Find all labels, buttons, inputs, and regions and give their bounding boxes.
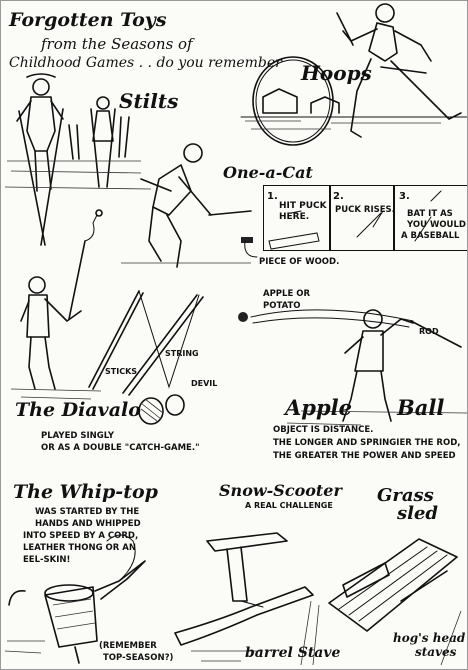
piece-of-wood-label: PIECE OF WOOD. xyxy=(259,257,340,267)
hoops-title: Hoops xyxy=(301,61,372,85)
whip-top-drawing xyxy=(4,534,146,664)
diavalo-desc-line-1: PLAYED SINGLY xyxy=(41,431,115,441)
barn-drawing xyxy=(240,88,467,130)
apple-ball-desc-line-3: THE GREATER THE POWER and SPEED xyxy=(273,451,456,461)
diavalo-boy-drawing xyxy=(20,209,103,390)
step-2-text: PUCK RISES. xyxy=(335,205,395,215)
snow-scooter-drawing xyxy=(174,532,314,662)
whip-top-desc-line-1: WAS STARTED BY THE xyxy=(35,507,140,517)
step-3-text-line-3: A BASEBALL xyxy=(401,231,460,241)
barrel-stave-label: barrel Stave xyxy=(245,645,341,661)
grass-sled-drawing xyxy=(300,538,462,666)
diavalo-desc-line-2: OR AS A DOUBLE "CATCH-GAME." xyxy=(41,443,200,453)
apple-ball-desc-line-2: THE LONGER and SPRINGIER THE ROD, xyxy=(273,438,461,448)
apple-ball-title-ball: Ball xyxy=(397,395,445,420)
step-1-number: 1. xyxy=(267,191,278,202)
step-1-text-line-2: HERE. xyxy=(279,212,310,222)
staves-label: staves xyxy=(415,645,457,659)
one-a-cat-panels xyxy=(244,190,442,258)
string-label: STRING xyxy=(165,349,199,358)
page-subtitle-line-2: from the Seasons of xyxy=(41,35,193,53)
hoop-boy-drawing xyxy=(336,3,462,138)
step-3-text-line-1: BAT IT AS xyxy=(407,209,453,219)
stilts-title: Stilts xyxy=(119,89,179,113)
one-a-cat-step-3-panel xyxy=(393,185,467,251)
grass-sled-title-line-1: Grass xyxy=(377,485,434,506)
apple-or-label: APPLE OR xyxy=(263,289,310,299)
one-a-cat-step-2-panel xyxy=(329,185,395,251)
whip-top-note-line-2: TOP-SEASON?) xyxy=(103,653,174,663)
hogs-head-label: hog's head xyxy=(393,631,466,645)
sticks-label: STICKS xyxy=(105,367,138,376)
step-2-number: 2. xyxy=(333,191,344,202)
step-3-number: 3. xyxy=(399,191,410,202)
potato-label: POTATO xyxy=(263,301,301,311)
snow-scooter-title: Snow-Scooter xyxy=(219,481,342,500)
grass-sled-title-line-2: sled xyxy=(397,503,439,524)
apple-ball-boy-drawing xyxy=(238,309,467,426)
one-a-cat-batter-drawing xyxy=(121,143,253,268)
page-subtitle-line-3: Childhood Games . . do you remember xyxy=(9,55,282,71)
whip-top-title: The Whip-top xyxy=(13,481,158,503)
one-a-cat-title: One-a-Cat xyxy=(223,163,313,182)
rod-label: ROD xyxy=(419,327,439,336)
devil-label: DEVIL xyxy=(191,379,218,388)
stilts-drawing xyxy=(4,73,152,246)
whip-top-note-line-1: (REMEMBER xyxy=(99,641,157,651)
whip-top-desc-line-4: LEATHER THONG OR AN xyxy=(23,543,136,553)
one-a-cat-step-1-panel xyxy=(263,185,331,251)
whip-top-desc-line-2: HANDS AND WHIPPED xyxy=(35,519,141,529)
whip-top-desc-line-3: INTO SPEED BY A CORD, xyxy=(23,531,139,541)
diavalo-toy-drawing xyxy=(10,290,204,425)
step-1-text-line-1: HIT PUCK xyxy=(279,201,327,211)
apple-ball-desc-line-1: OBJECT IS DISTANCE. xyxy=(273,425,374,435)
whip-top-desc-line-5: EEL-SKIN! xyxy=(23,555,71,565)
apple-ball-title-apple: Apple xyxy=(285,395,352,420)
diavalo-title: The Diavalo xyxy=(15,399,141,421)
page-title: Forgotten Toys xyxy=(9,9,167,31)
step-3-text-line-2: YOU WOULD xyxy=(407,220,466,230)
snow-scooter-subtitle: A REAL CHALLENGE xyxy=(245,501,333,510)
